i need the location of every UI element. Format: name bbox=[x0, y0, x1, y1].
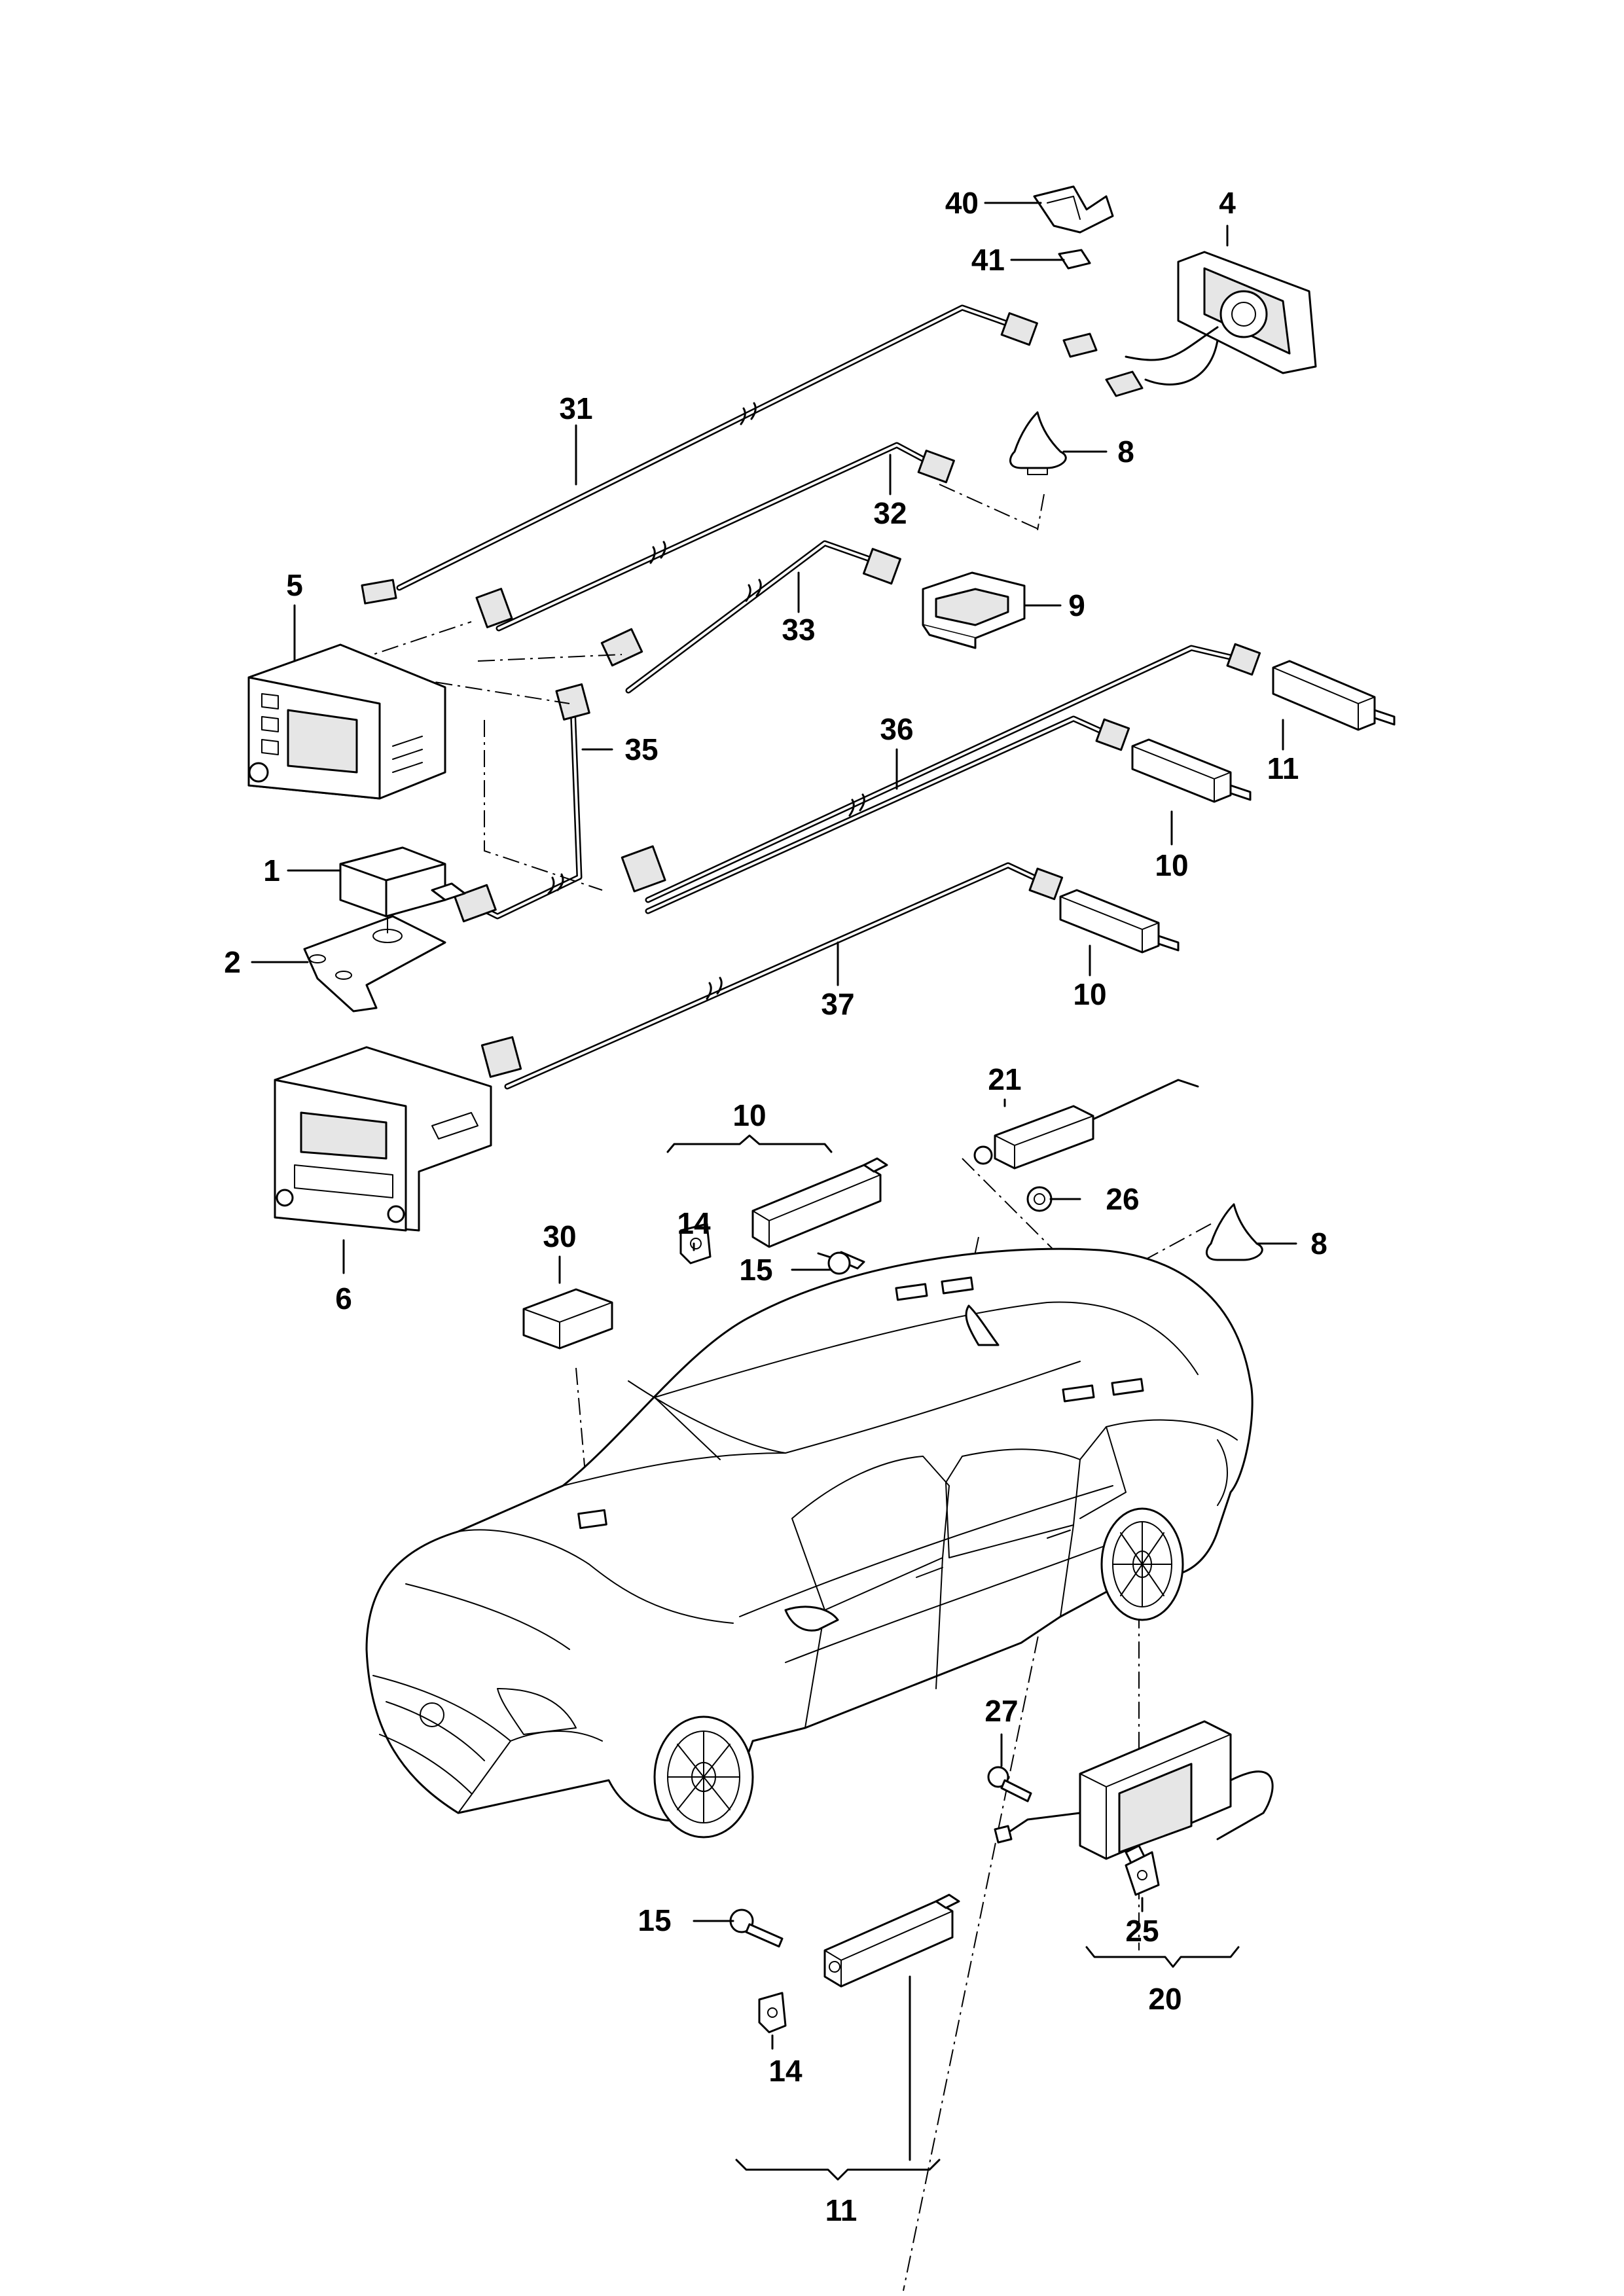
label-37: 37 bbox=[821, 987, 854, 1021]
label-27: 27 bbox=[984, 1694, 1018, 1728]
label-25: 25 bbox=[1125, 1914, 1159, 1948]
label-4: 4 bbox=[1219, 186, 1236, 220]
connectors bbox=[361, 312, 1261, 1078]
cable-31 bbox=[396, 304, 1021, 591]
label-11-lower: 11 bbox=[825, 2193, 857, 2227]
label-9: 9 bbox=[1068, 588, 1085, 622]
cable-32 bbox=[496, 442, 939, 632]
label-14-upper: 14 bbox=[677, 1206, 711, 1240]
part-8-roof-antenna-mid bbox=[1205, 1203, 1263, 1261]
label-21: 21 bbox=[988, 1062, 1021, 1096]
label-11-top: 11 bbox=[1267, 751, 1299, 785]
label-30: 30 bbox=[543, 1219, 576, 1253]
part-9-switch bbox=[922, 571, 1026, 649]
part-labels: 31 40 41 4 8 32 9 33 5 35 36 11 1 10 2 3… bbox=[224, 186, 1327, 2227]
part-15-screw-upper bbox=[817, 1251, 865, 1275]
label-14-lower: 14 bbox=[768, 2054, 803, 2088]
label-32: 32 bbox=[873, 496, 907, 530]
part-8-roof-antenna-top bbox=[1009, 411, 1067, 475]
part-27-screw bbox=[987, 1766, 1032, 1803]
label-10-lower: 10 bbox=[1073, 977, 1106, 1011]
label-8-mid: 8 bbox=[1310, 1227, 1327, 1261]
cable-33 bbox=[625, 540, 884, 694]
part-2-bracket bbox=[303, 915, 446, 1013]
label-8-top: 8 bbox=[1117, 435, 1134, 469]
part-6-radio-unit bbox=[274, 1046, 492, 1232]
label-36: 36 bbox=[880, 712, 913, 746]
part-15-screw-lower bbox=[729, 1909, 784, 1948]
part-10-amplifier-mid bbox=[1131, 738, 1252, 803]
label-2: 2 bbox=[224, 945, 241, 979]
label-10-assembly: 10 bbox=[732, 1098, 766, 1132]
part-14-clip-lower bbox=[758, 1992, 787, 2034]
label-33: 33 bbox=[782, 613, 815, 647]
part-4-rear-unit bbox=[1062, 251, 1317, 397]
label-1: 1 bbox=[263, 853, 280, 888]
label-26: 26 bbox=[1106, 1182, 1139, 1216]
part-25-bracket bbox=[1125, 1851, 1160, 1896]
brace-20 bbox=[1085, 1946, 1240, 1968]
leader-lines bbox=[251, 202, 1297, 2161]
part-10-amplifier-assembly bbox=[751, 1157, 888, 1248]
label-15-upper: 15 bbox=[739, 1253, 772, 1287]
brace-10 bbox=[666, 1134, 833, 1153]
label-31: 31 bbox=[559, 391, 592, 425]
part-11-amplifier-top bbox=[1272, 660, 1396, 731]
label-41: 41 bbox=[971, 243, 1005, 277]
part-11-amplifier-lower bbox=[823, 1893, 960, 1988]
label-35: 35 bbox=[624, 732, 658, 766]
label-20: 20 bbox=[1148, 1982, 1182, 2016]
label-15-lower: 15 bbox=[638, 1903, 671, 1937]
label-5: 5 bbox=[286, 568, 303, 602]
brace-11 bbox=[735, 2159, 941, 2181]
label-10-mid: 10 bbox=[1155, 848, 1188, 882]
cable-37 bbox=[504, 862, 1051, 1090]
part-26-nut bbox=[1026, 1186, 1053, 1212]
part-10-amplifier-lower bbox=[1059, 889, 1180, 954]
part-20-amplifier-unit bbox=[994, 1720, 1274, 1880]
label-6: 6 bbox=[335, 1282, 352, 1316]
label-40: 40 bbox=[945, 186, 979, 220]
part-21-antenna-module bbox=[973, 1079, 1199, 1170]
part-1-module bbox=[339, 846, 466, 918]
part-5-radio-unit bbox=[247, 643, 446, 800]
part-30-module bbox=[522, 1288, 613, 1350]
part-14-clip-upper bbox=[679, 1223, 712, 1265]
part-41-clip bbox=[1058, 249, 1091, 270]
part-40-clip bbox=[1033, 185, 1114, 234]
car-illustration bbox=[365, 1247, 1254, 1839]
